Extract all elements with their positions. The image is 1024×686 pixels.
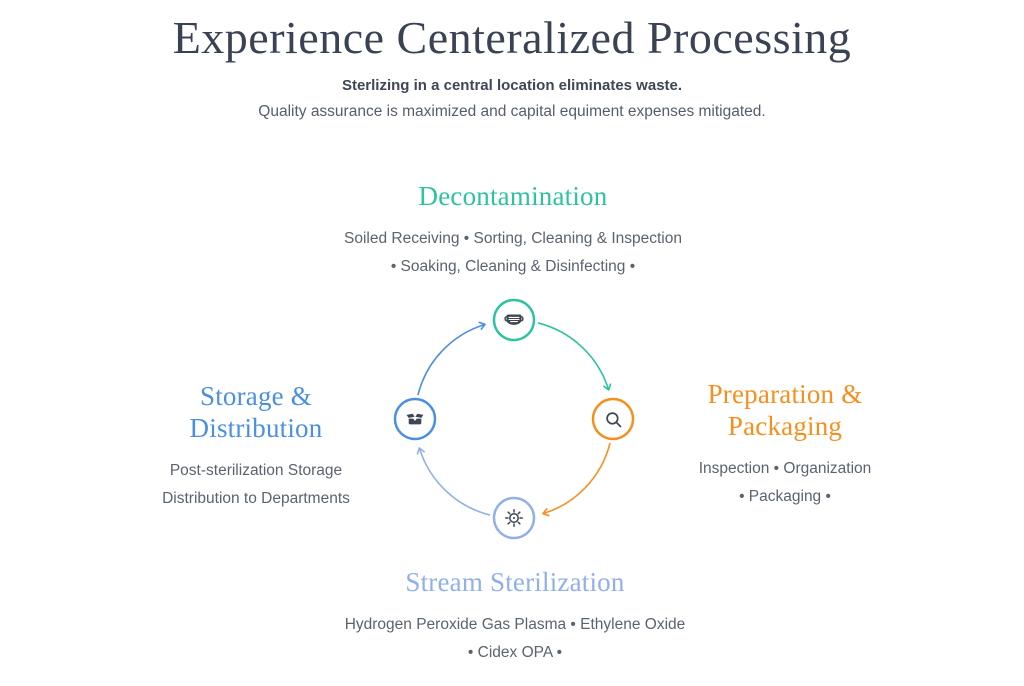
subtitle: Quality assurance is maximized and capit… [258, 103, 766, 120]
arc-decontamination-to-preparation [537, 322, 612, 391]
section-title-decontamination: Decontamination [418, 181, 608, 211]
process-cycle-diagram [384, 289, 644, 549]
section-line: Soiled Receiving • Sorting, Cleaning & I… [343, 230, 682, 247]
open-box-icon [406, 413, 424, 425]
header: Experience Centeralized Processing Sterl… [0, 12, 1024, 121]
node-circle-preparation-packaging [591, 397, 635, 441]
sterilization-icon [505, 509, 523, 527]
node-stream-sterilization [492, 496, 536, 540]
section-line: • Packaging • [739, 488, 831, 505]
node-preparation-packaging [591, 397, 635, 441]
section-line: Post-sterilization Storage [169, 462, 343, 479]
section-storage-distribution: Storage & Distribution Post-sterilizatio… [106, 380, 406, 513]
section-line: • Cidex OPA • [467, 644, 563, 661]
section-stream-sterilization: Stream Sterilization Hydrogen Peroxide G… [285, 566, 745, 667]
page-title: Experience Centeralized Processing [172, 12, 852, 63]
section-preparation-packaging: Preparation & Packaging Inspection • Org… [635, 378, 935, 511]
section-line: Inspection • Organization [698, 460, 872, 477]
section-title-storage-distribution: Storage & Distribution [189, 381, 323, 443]
node-storage-distribution [393, 397, 437, 441]
section-line: Hydrogen Peroxide Gas Plasma • Ethylene … [344, 616, 686, 633]
mask-icon [504, 314, 524, 325]
section-decontamination: Decontamination Soiled Receiving • Sorti… [283, 180, 743, 281]
node-decontamination [492, 298, 536, 342]
process-cycle-svg [393, 298, 635, 540]
section-title-stream-sterilization: Stream Sterilization [405, 567, 625, 597]
section-title-preparation-packaging: Preparation & Packaging [707, 379, 863, 441]
arc-preparation-to-sterilization [542, 442, 611, 517]
section-line: Distribution to Departments [162, 490, 350, 507]
magnifier-icon [606, 412, 622, 428]
arc-storage-to-decontamination [417, 321, 486, 396]
node-circle-storage-distribution [393, 397, 437, 441]
section-line: • Soaking, Cleaning & Disinfecting • [390, 258, 636, 275]
subtitle-bold: Sterlizing in a central location elimina… [341, 77, 683, 94]
arc-sterilization-to-storage [416, 447, 491, 516]
